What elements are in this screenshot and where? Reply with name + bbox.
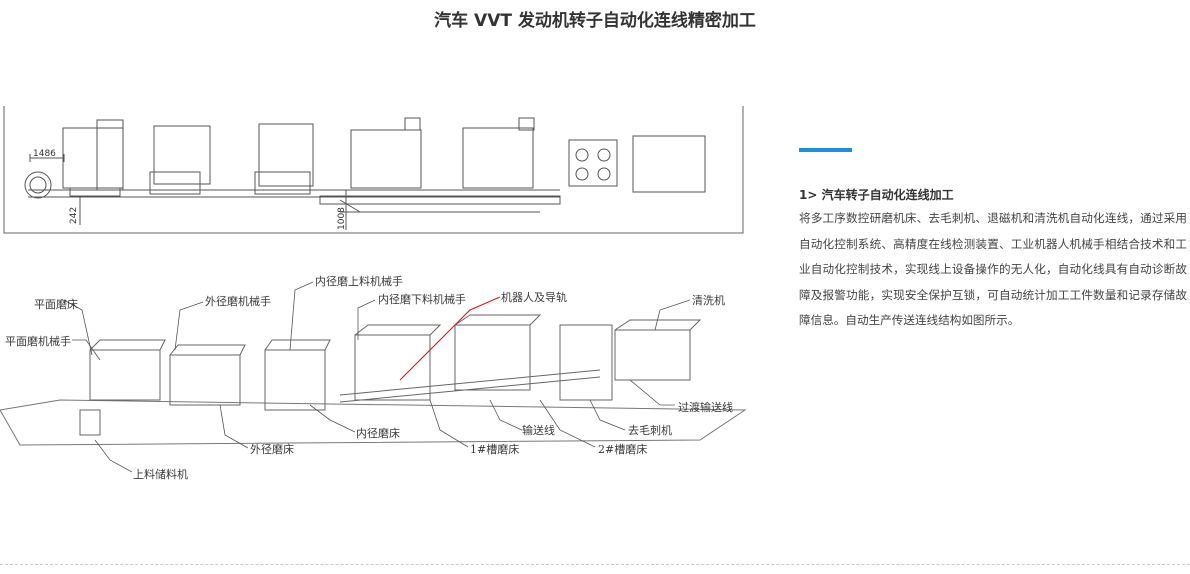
label-deburr: 去毛刺机 xyxy=(628,423,672,437)
bottom-divider xyxy=(0,564,1190,565)
label-slot-grinder-2: 2#槽磨床 xyxy=(598,442,647,456)
label-od-grinder: 外径磨床 xyxy=(250,442,294,456)
label-feeder: 上料储料机 xyxy=(133,467,188,481)
dim-1008: 1008 xyxy=(337,207,347,230)
section-heading: 1> 汽车转子自动化连线加工 xyxy=(799,188,954,202)
section-body: 将多工序数控研磨机床、去毛刺机、退磁机和清洗机自动化连线，通过采用自动化控制系统… xyxy=(799,211,1187,327)
line-drawing: 1486 242 1008 xyxy=(0,106,747,481)
dim-1486: 1486 xyxy=(33,149,56,159)
label-robot-rail: 机器人及导轨 xyxy=(501,290,567,304)
label-washer: 清洗机 xyxy=(692,293,725,307)
robot-pointer xyxy=(399,296,501,381)
label-transfer-line: 过渡输送线 xyxy=(678,400,733,414)
label-slot-grinder-1: 1#槽磨床 xyxy=(470,442,519,456)
label-id-load-arm: 内径磨上料机械手 xyxy=(315,274,403,288)
page-title: 汽车 VVT 发动机转子自动化连线精密加工 xyxy=(434,11,756,31)
label-od-grinder-arm: 外径磨机械手 xyxy=(205,294,271,308)
label-flat-grinder: 平面磨床 xyxy=(34,297,78,311)
accent-bar xyxy=(799,148,852,152)
production-line-diagram: 1486 242 1008 xyxy=(0,100,748,484)
label-id-unload-arm: 内径磨下料机械手 xyxy=(378,292,466,306)
label-conveyor: 输送线 xyxy=(522,423,555,437)
label-flat-grinder-arm: 平面磨机械手 xyxy=(5,334,71,348)
dim-242: 242 xyxy=(69,207,79,224)
label-id-grinder: 内径磨床 xyxy=(356,426,400,440)
